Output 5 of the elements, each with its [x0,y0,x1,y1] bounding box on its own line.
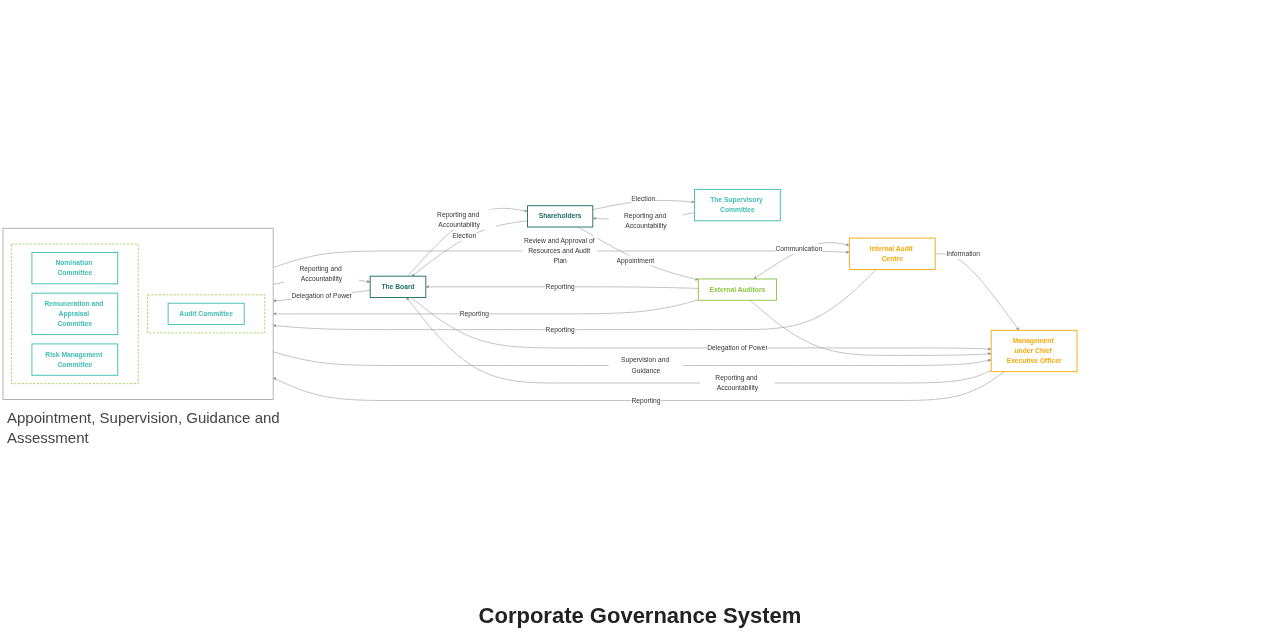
annotation-text: Appointment, Supervision, Guidance and Assessment [7,407,281,448]
cluster [11,243,139,385]
cluster [147,294,266,334]
cluster [2,227,274,400]
caption: Corporate Governance System [477,603,803,629]
